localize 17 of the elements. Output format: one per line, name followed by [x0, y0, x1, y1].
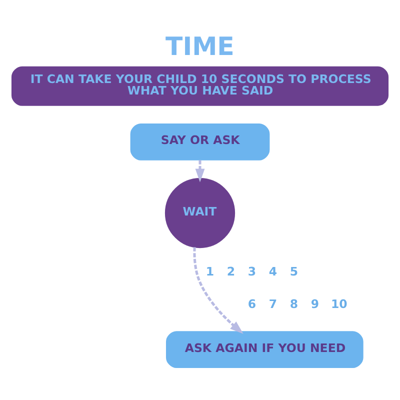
arrow — [193, 247, 244, 334]
label: 1 — [206, 264, 214, 278]
label: 8 — [290, 297, 298, 312]
node-box: IT CAN TAKE YOUR CHILD 10 SECONDS TO PROCESS WHAT YOU HAVE SAID — [11, 66, 389, 106]
label: 10 — [331, 297, 348, 312]
label: 6 — [248, 297, 256, 312]
node-circle: WAIT — [164, 178, 236, 248]
arrow — [195, 160, 205, 182]
label: 9 — [310, 297, 320, 312]
node-box: ASK AGAIN IF YOU NEED — [166, 331, 364, 368]
label: 5 — [290, 264, 298, 278]
label: 7 — [268, 297, 278, 312]
label: 2 — [226, 264, 236, 278]
node-box: SAY OR ASK — [130, 123, 270, 160]
diagram-title: TIME — [166, 32, 234, 62]
label: 4 — [268, 264, 278, 278]
label: 3 — [248, 264, 256, 278]
